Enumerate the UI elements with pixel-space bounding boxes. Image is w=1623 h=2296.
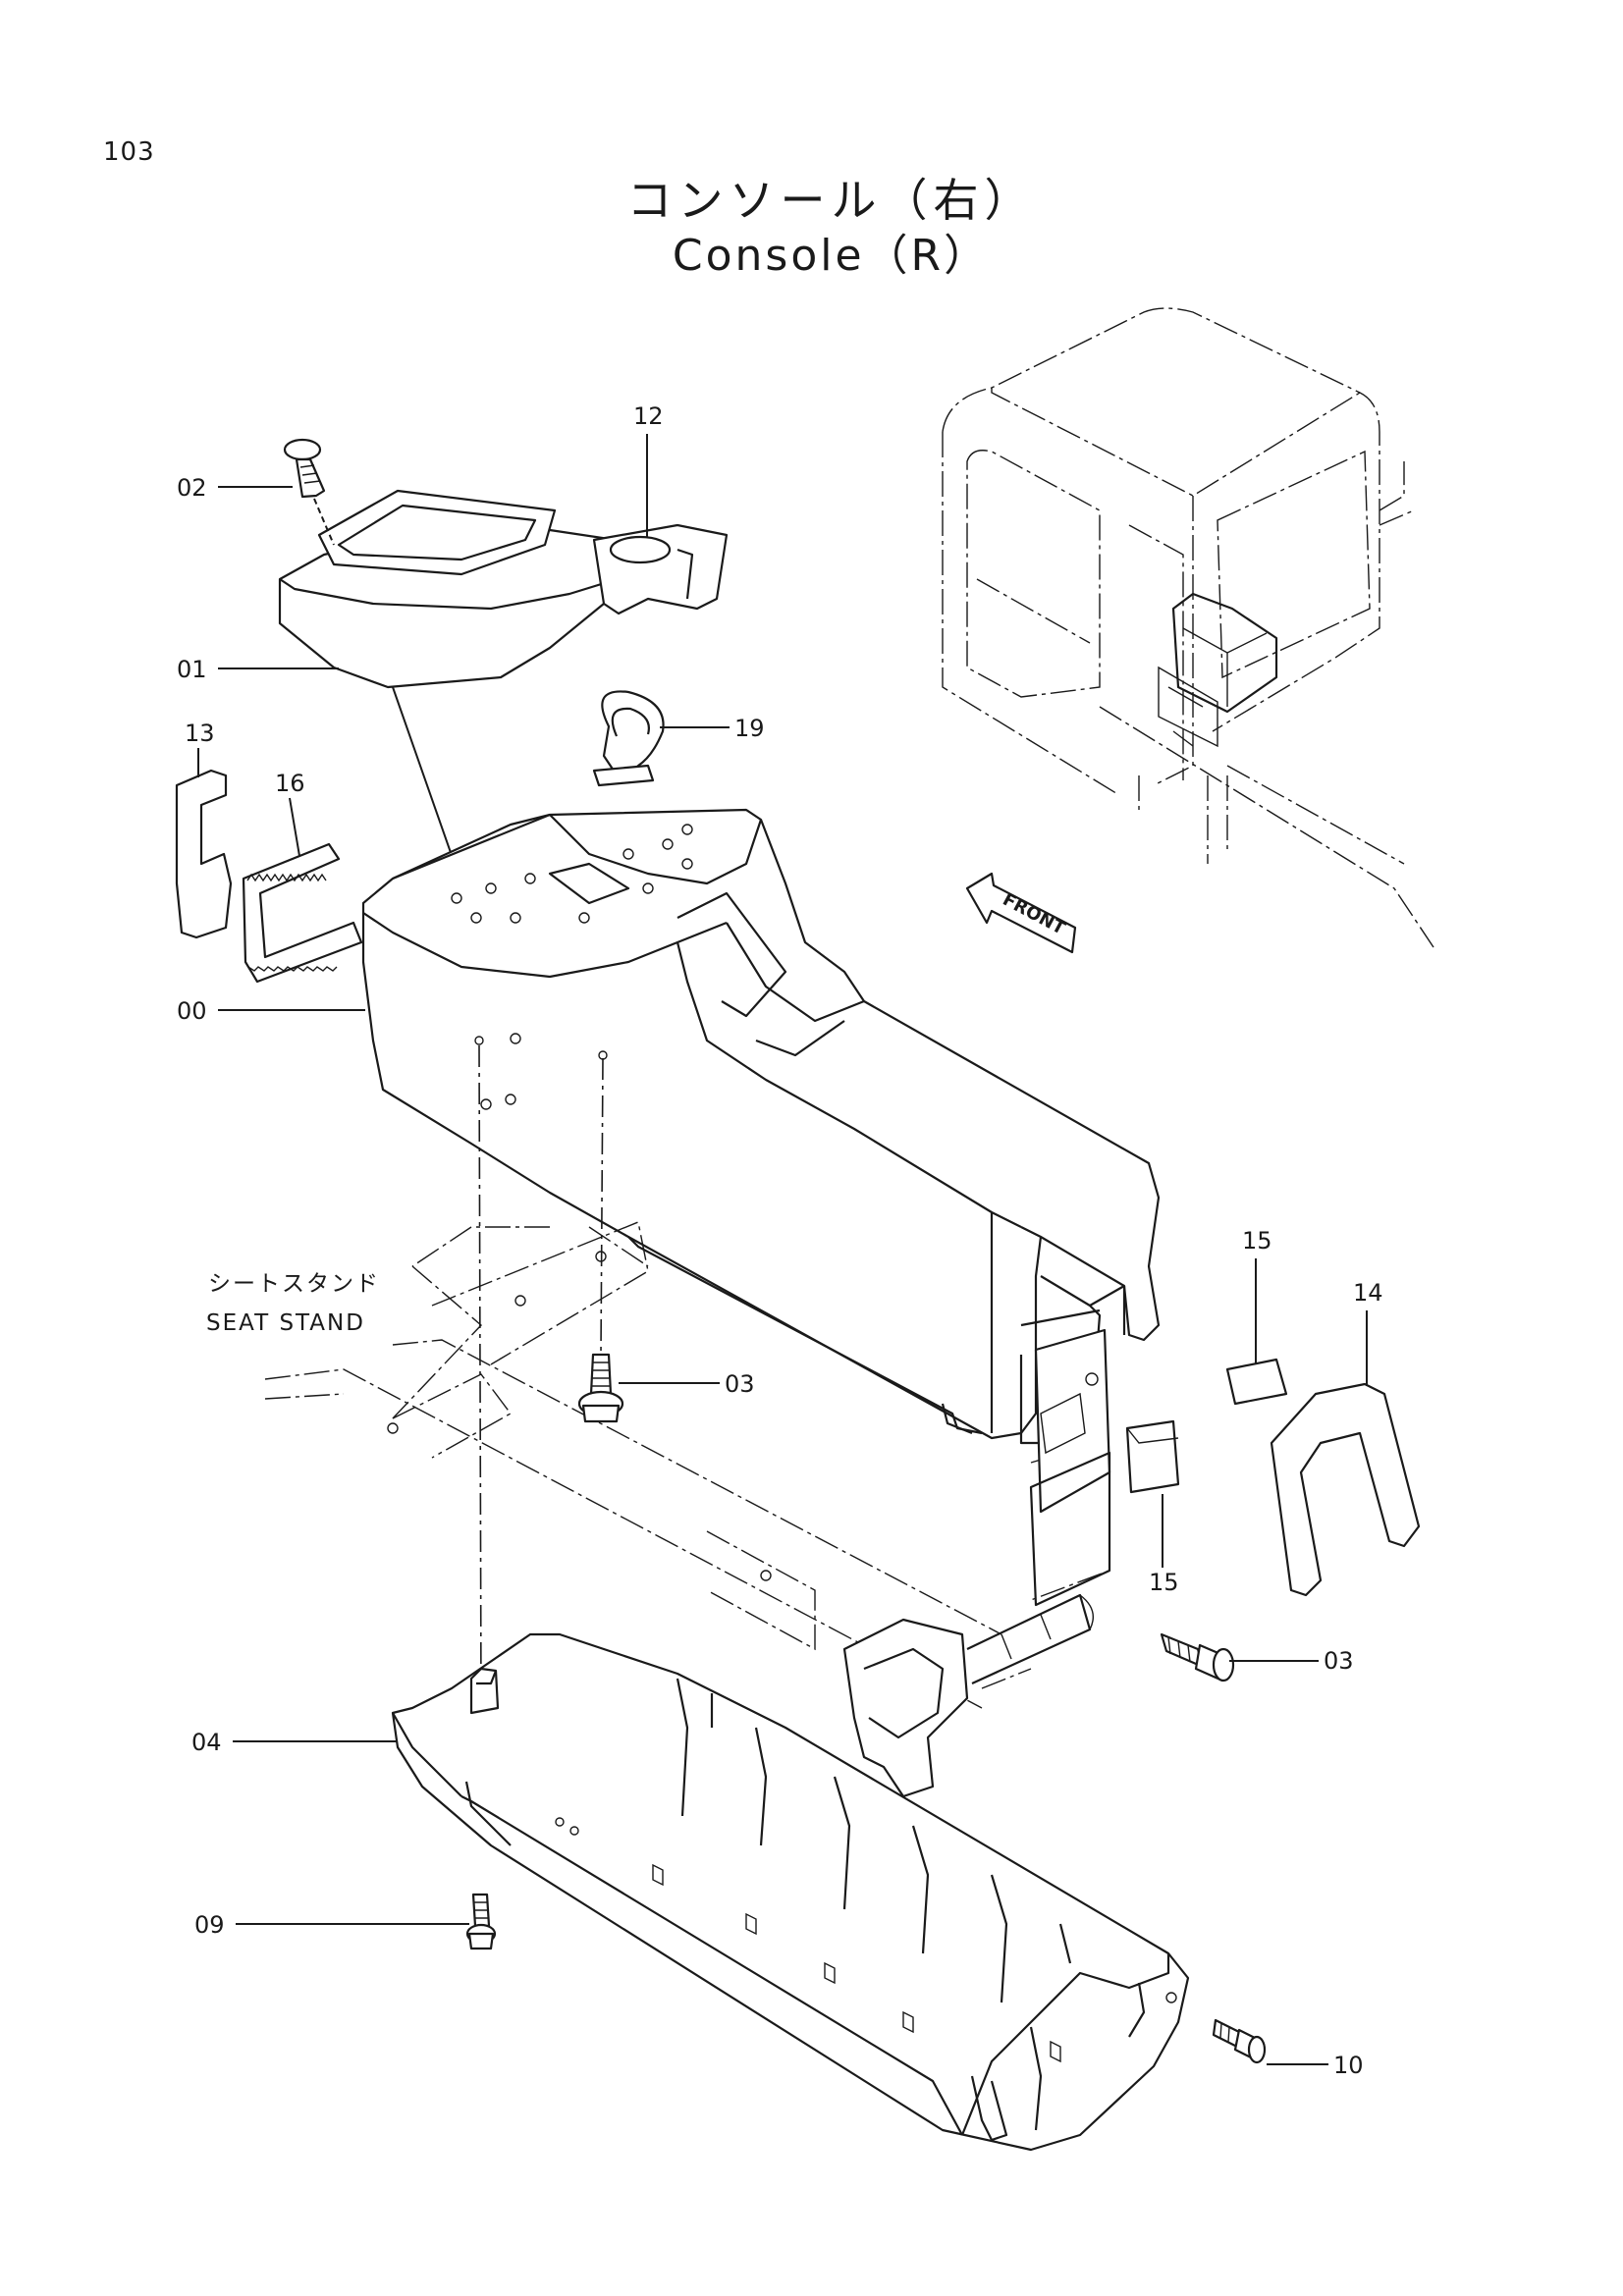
title-japanese: コンソール（右）: [626, 174, 1036, 227]
center-line-left: [478, 1044, 482, 1709]
callout-label-04: 04: [191, 1729, 222, 1756]
cab-reference-drawing: [942, 307, 1434, 948]
callout-16: 16: [275, 770, 305, 857]
callout-label-03-upper: 03: [725, 1370, 755, 1398]
console-pivot-mount: [842, 1593, 1094, 1798]
part-01-upper-cover: [278, 489, 729, 689]
center-line-right: [600, 1057, 604, 1356]
part-02-screw: [283, 438, 335, 546]
callout-12: 12: [633, 402, 664, 538]
callout-label-09: 09: [194, 1911, 225, 1939]
callout-14: 14: [1353, 1279, 1383, 1386]
seat-stand-frame: [264, 1221, 1110, 1709]
front-direction-arrow: FRONT: [965, 872, 1077, 954]
callout-09: 09: [194, 1911, 469, 1939]
console-mount-bracket: [1029, 1328, 1111, 1607]
part-15-pad-upper: [1225, 1358, 1288, 1406]
part-15-pad-lower: [1125, 1419, 1180, 1494]
callout-19: 19: [660, 715, 765, 742]
part-09-screw: [465, 1893, 497, 1950]
page-number: 103: [103, 137, 155, 167]
callout-03-upper: 03: [619, 1370, 755, 1398]
callout-label-02: 02: [177, 474, 207, 502]
callout-label-03-lower: 03: [1324, 1647, 1354, 1675]
part-16-edge-trim: [242, 842, 363, 984]
callout-15-lower: 15: [1149, 1494, 1179, 1596]
callout-00: 00: [177, 997, 365, 1025]
callout-label-15-lower: 15: [1149, 1569, 1179, 1596]
part-19-clamp: [592, 690, 665, 787]
callout-01: 01: [177, 656, 339, 683]
callout-label-14: 14: [1353, 1279, 1383, 1307]
callout-label-00: 00: [177, 997, 207, 1025]
part-10-bolt: [1212, 2018, 1267, 2064]
callout-label-19: 19: [734, 715, 765, 742]
callout-label-13: 13: [185, 720, 215, 747]
callout-15-upper: 15: [1242, 1227, 1272, 1364]
part-04-under-cover: [391, 1632, 1190, 2152]
callout-label-01: 01: [177, 656, 207, 683]
callout-03-lower: 03: [1229, 1647, 1354, 1675]
callout-13: 13: [185, 720, 215, 777]
assembly-line-01: [392, 686, 462, 884]
title-english: Console（R）: [672, 231, 991, 281]
callout-label-16: 16: [275, 770, 305, 797]
callout-label-10: 10: [1333, 2052, 1364, 2079]
seat-stand-label-en: SEAT STAND: [206, 1310, 365, 1336]
callout-label-12: 12: [633, 402, 664, 430]
callout-02: 02: [177, 474, 293, 502]
part-13-bracket: [175, 769, 233, 939]
part-03-bolt-lower: [1160, 1632, 1235, 1682]
seat-stand-label-jp: シートスタンド: [208, 1271, 380, 1297]
callout-label-15-upper: 15: [1242, 1227, 1272, 1255]
callout-04: 04: [191, 1729, 397, 1756]
part-14-u-cover: [1270, 1382, 1421, 1597]
callout-10: 10: [1267, 2052, 1364, 2079]
part-03-bolt-upper: [577, 1353, 624, 1423]
